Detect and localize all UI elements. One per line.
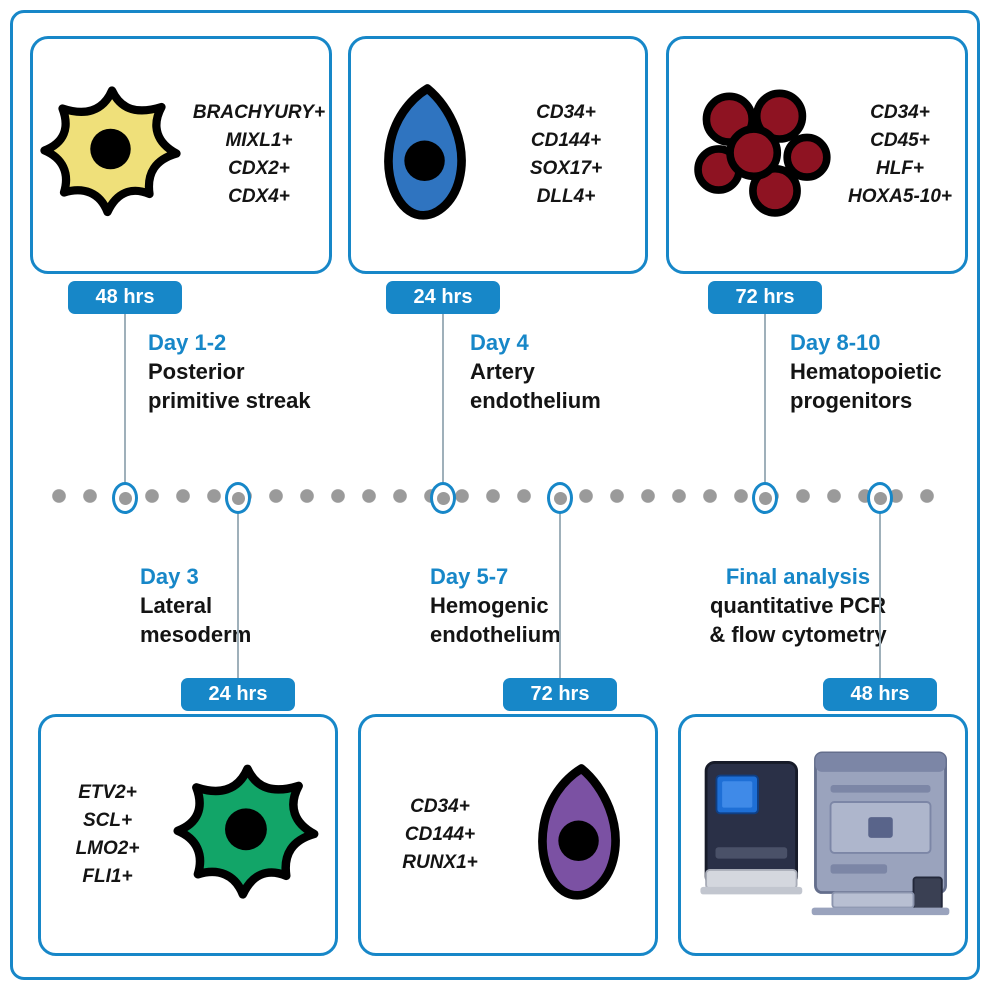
stage-name-line: mesoderm (140, 622, 252, 647)
stage-name-line: endothelium (430, 622, 561, 647)
stage-label-day3: Day 3 Lateral mesoderm (140, 562, 251, 649)
marker: SCL+ (82, 810, 133, 831)
connector-line (442, 313, 444, 485)
stage-day: Day 1-2 (148, 330, 227, 355)
duration-badge: 24 hrs (181, 678, 295, 711)
timeline-node (867, 482, 893, 514)
stage-label-day5-7: Day 5-7 Hemogenic endothelium (430, 562, 561, 649)
stage-label-day8-10: Day 8-10 Hematopoietic progenitors (790, 328, 942, 415)
stage-name-line: primitive streak (148, 388, 311, 413)
marker: CD144+ (404, 824, 476, 845)
timeline-node (430, 482, 456, 514)
star-cell-yellow-icon (37, 80, 187, 230)
stage-day: Day 4 (470, 330, 529, 355)
stage-label-final-analysis: Final analysis quantitative PCR & flow c… (698, 562, 898, 649)
stage-name-line: progenitors (790, 388, 913, 413)
marker: CD144+ (530, 130, 602, 151)
star-cell-green-icon (170, 758, 325, 913)
marker: CDX2+ (228, 158, 290, 179)
marker: LMO2+ (75, 838, 140, 859)
card-lateral-mesoderm: ETV2+ SCL+ LMO2+ FLI1+ (38, 714, 338, 956)
marker: BRACHYURY+ (192, 102, 326, 123)
stage-name-line: Hemogenic (430, 593, 549, 618)
timeline-node (547, 482, 573, 514)
teardrop-cell-blue-icon (361, 75, 491, 235)
marker: RUNX1+ (402, 852, 478, 873)
marker: CD45+ (870, 130, 930, 151)
stage-name-line: Hematopoietic (790, 359, 942, 384)
outer-border (10, 10, 980, 980)
teardrop-cell-purple-icon (515, 755, 645, 915)
cell-cluster-red-icon (679, 80, 839, 230)
marker: CD34+ (536, 102, 596, 123)
stage-label-day1-2: Day 1-2 Posterior primitive streak (148, 328, 311, 415)
lab-instruments-illustration (700, 751, 950, 916)
marker: DLL4+ (536, 186, 596, 207)
marker: SOX17+ (529, 158, 603, 179)
marker-list: CD34+ CD144+ RUNX1+ (371, 793, 509, 877)
card-hemogenic-endothelium: CD34+ CD144+ RUNX1+ (358, 714, 658, 956)
duration-badge: 72 hrs (503, 678, 617, 711)
duration-badge: 48 hrs (823, 678, 937, 711)
stage-name-line: endothelium (470, 388, 601, 413)
timeline-node (752, 482, 778, 514)
marker: CDX4+ (228, 186, 290, 207)
card-hematopoietic-progenitors: CD34+ CD45+ HLF+ HOXA5-10+ (666, 36, 968, 274)
connector-line (559, 512, 561, 678)
card-artery-endothelium: CD34+ CD144+ SOX17+ DLL4+ (348, 36, 648, 274)
marker: MIXL1+ (225, 130, 293, 151)
connector-line (124, 313, 126, 485)
marker: HLF+ (875, 158, 925, 179)
marker: FLI1+ (82, 866, 133, 887)
marker-list: CD34+ CD45+ HLF+ HOXA5-10+ (845, 99, 955, 211)
card-final-analysis-instruments (678, 714, 968, 956)
marker: HOXA5-10+ (847, 186, 953, 207)
connector-line (879, 512, 881, 678)
card-posterior-primitive-streak: BRACHYURY+ MIXL1+ CDX2+ CDX4+ (30, 36, 332, 274)
stage-day: Final analysis (725, 564, 871, 589)
marker-list: ETV2+ SCL+ LMO2+ FLI1+ (51, 779, 164, 891)
stage-name-line: quantitative PCR (709, 593, 887, 618)
marker: CD34+ (410, 796, 470, 817)
stage-day: Day 5-7 (430, 564, 509, 589)
marker-list: BRACHYURY+ MIXL1+ CDX2+ CDX4+ (193, 99, 325, 211)
flow-cytometer-illustration (811, 751, 950, 916)
stage-name-line: & flow cytometry (709, 622, 887, 647)
timeline-node (112, 482, 138, 514)
stage-name-line: Lateral (140, 593, 213, 618)
marker-list: CD34+ CD144+ SOX17+ DLL4+ (497, 99, 635, 211)
stage-day: Day 8-10 (790, 330, 881, 355)
duration-badge: 72 hrs (708, 281, 822, 314)
marker: CD34+ (870, 102, 930, 123)
connector-line (237, 512, 239, 678)
duration-badge: 48 hrs (68, 281, 182, 314)
duration-badge: 24 hrs (386, 281, 500, 314)
timeline-dotted-line (52, 489, 944, 503)
stage-label-day4: Day 4 Artery endothelium (470, 328, 601, 415)
stage-name-line: Artery (470, 359, 535, 384)
qpcr-machine-illustration (700, 760, 803, 895)
marker: ETV2+ (78, 782, 137, 803)
connector-line (764, 313, 766, 485)
stage-day: Day 3 (140, 564, 199, 589)
timeline-node (225, 482, 251, 514)
stage-name-line: Posterior (148, 359, 245, 384)
